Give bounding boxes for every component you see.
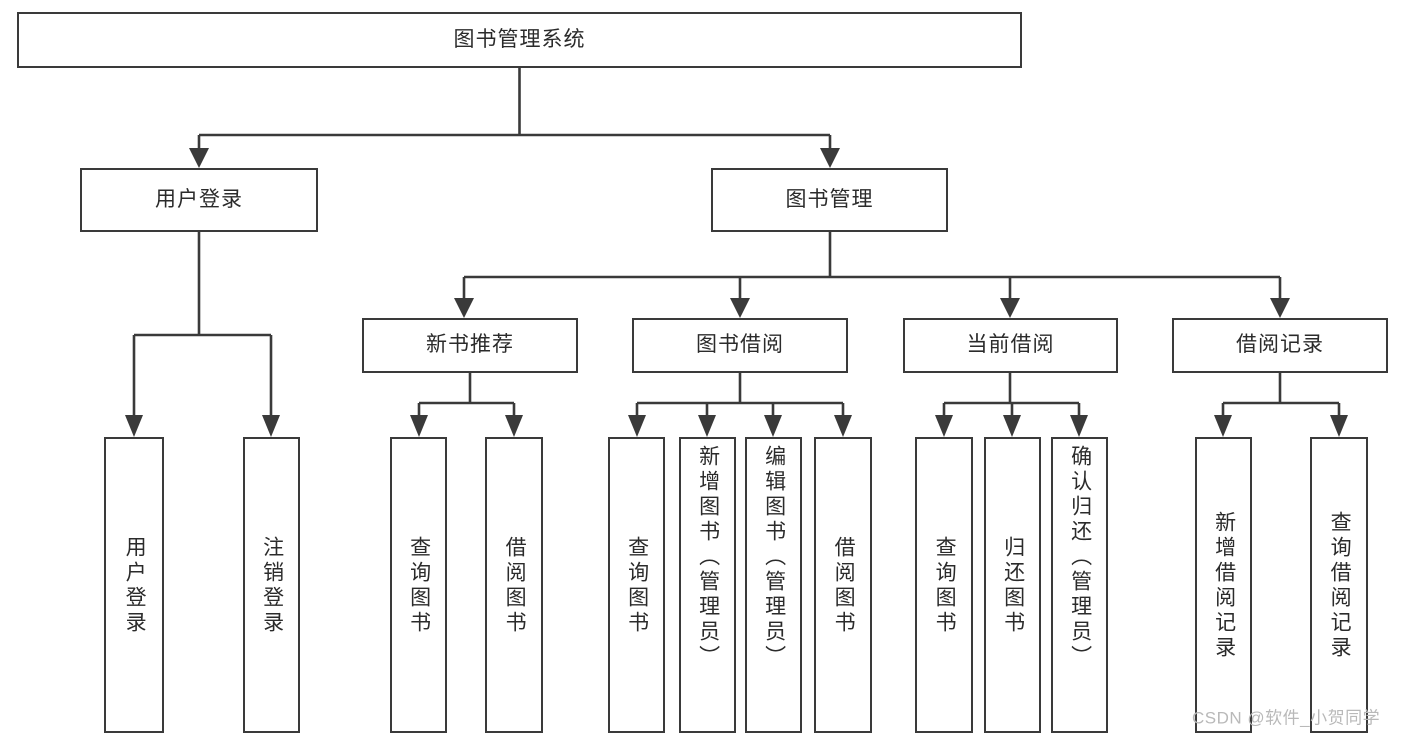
- arrow-to-leaf-query-book-recommend: [410, 415, 428, 437]
- node-leaf-borrow-book[interactable]: 借阅图书: [814, 437, 872, 733]
- arrow-to-leaf-edit-book: [764, 415, 782, 437]
- node-leaf-user-login-label: 用户登录: [123, 536, 147, 636]
- node-current-borrow-label: 当前借阅: [966, 333, 1055, 357]
- node-borrow-record[interactable]: 借阅记录: [1172, 318, 1388, 373]
- node-leaf-add-book-label: 新增图书（管理员）: [696, 445, 720, 670]
- arrow-to-leaf-user-login: [125, 415, 143, 437]
- node-root-label: 图书管理系统: [453, 27, 586, 51]
- arrow-to-leaf-query-borrow-record: [1330, 415, 1348, 437]
- arrow-to-leaf-confirm-return: [1070, 415, 1088, 437]
- arrow-to-current-borrow: [1000, 298, 1020, 318]
- node-leaf-add-borrow-record[interactable]: 新增借阅记录: [1195, 437, 1252, 733]
- node-leaf-borrow-book-recommend[interactable]: 借阅图书: [485, 437, 543, 733]
- node-leaf-confirm-return-label: 确认归还（管理员）: [1068, 445, 1092, 670]
- node-leaf-user-login[interactable]: 用户登录: [104, 437, 164, 733]
- node-leaf-add-book[interactable]: 新增图书（管理员）: [679, 437, 736, 733]
- node-book-borrow[interactable]: 图书借阅: [632, 318, 848, 373]
- arrow-to-borrow-record: [1270, 298, 1290, 318]
- node-leaf-confirm-return[interactable]: 确认归还（管理员）: [1051, 437, 1108, 733]
- arrow-to-leaf-return-book: [1003, 415, 1021, 437]
- node-leaf-query-book-borrow[interactable]: 查询图书: [608, 437, 665, 733]
- connector-arrowheads: [125, 148, 1348, 437]
- node-leaf-borrow-book-recommend-label: 借阅图书: [503, 536, 527, 636]
- node-leaf-edit-book-label: 编辑图书（管理员）: [762, 445, 786, 670]
- arrow-to-book-manage: [820, 148, 840, 168]
- node-leaf-query-book-current[interactable]: 查询图书: [915, 437, 973, 733]
- node-user-login[interactable]: 用户登录: [80, 168, 318, 232]
- node-leaf-query-book-borrow-label: 查询图书: [625, 536, 649, 636]
- arrow-to-book-borrow: [730, 298, 750, 318]
- node-borrow-record-label: 借阅记录: [1236, 333, 1324, 357]
- node-book-manage[interactable]: 图书管理: [711, 168, 948, 232]
- node-book-borrow-label: 图书借阅: [696, 333, 784, 357]
- arrow-to-leaf-query-book-current: [935, 415, 953, 437]
- node-leaf-borrow-book-label: 借阅图书: [832, 536, 856, 636]
- node-leaf-logout-label: 注销登录: [260, 536, 284, 636]
- arrow-to-user-login: [189, 148, 209, 168]
- node-leaf-query-borrow-record-label: 查询借阅记录: [1328, 511, 1352, 661]
- node-leaf-query-borrow-record[interactable]: 查询借阅记录: [1310, 437, 1368, 733]
- node-user-login-label: 用户登录: [155, 187, 243, 211]
- node-leaf-return-book[interactable]: 归还图书: [984, 437, 1041, 733]
- node-root[interactable]: 图书管理系统: [17, 12, 1022, 68]
- node-new-book-recommend-label: 新书推荐: [426, 333, 514, 357]
- arrow-to-leaf-logout: [262, 415, 280, 437]
- node-leaf-query-book-recommend-label: 查询图书: [407, 536, 431, 636]
- node-leaf-edit-book[interactable]: 编辑图书（管理员）: [745, 437, 802, 733]
- node-book-manage-label: 图书管理: [785, 187, 874, 211]
- node-current-borrow[interactable]: 当前借阅: [903, 318, 1118, 373]
- arrow-to-leaf-query-book-borrow: [628, 415, 646, 437]
- arrow-to-leaf-add-book: [698, 415, 716, 437]
- arrow-to-new-book-recommend: [454, 298, 474, 318]
- node-leaf-query-book-recommend[interactable]: 查询图书: [390, 437, 447, 733]
- arrow-to-leaf-add-borrow-record: [1214, 415, 1232, 437]
- node-leaf-add-borrow-record-label: 新增借阅记录: [1212, 511, 1236, 661]
- node-new-book-recommend[interactable]: 新书推荐: [362, 318, 578, 373]
- node-leaf-return-book-label: 归还图书: [1001, 536, 1025, 636]
- node-leaf-logout[interactable]: 注销登录: [243, 437, 300, 733]
- arrow-to-leaf-borrow-book: [834, 415, 852, 437]
- connector-lines: [132, 68, 1341, 415]
- node-leaf-query-book-current-label: 查询图书: [933, 536, 957, 636]
- arrow-to-leaf-borrow-book-recommend: [505, 415, 523, 437]
